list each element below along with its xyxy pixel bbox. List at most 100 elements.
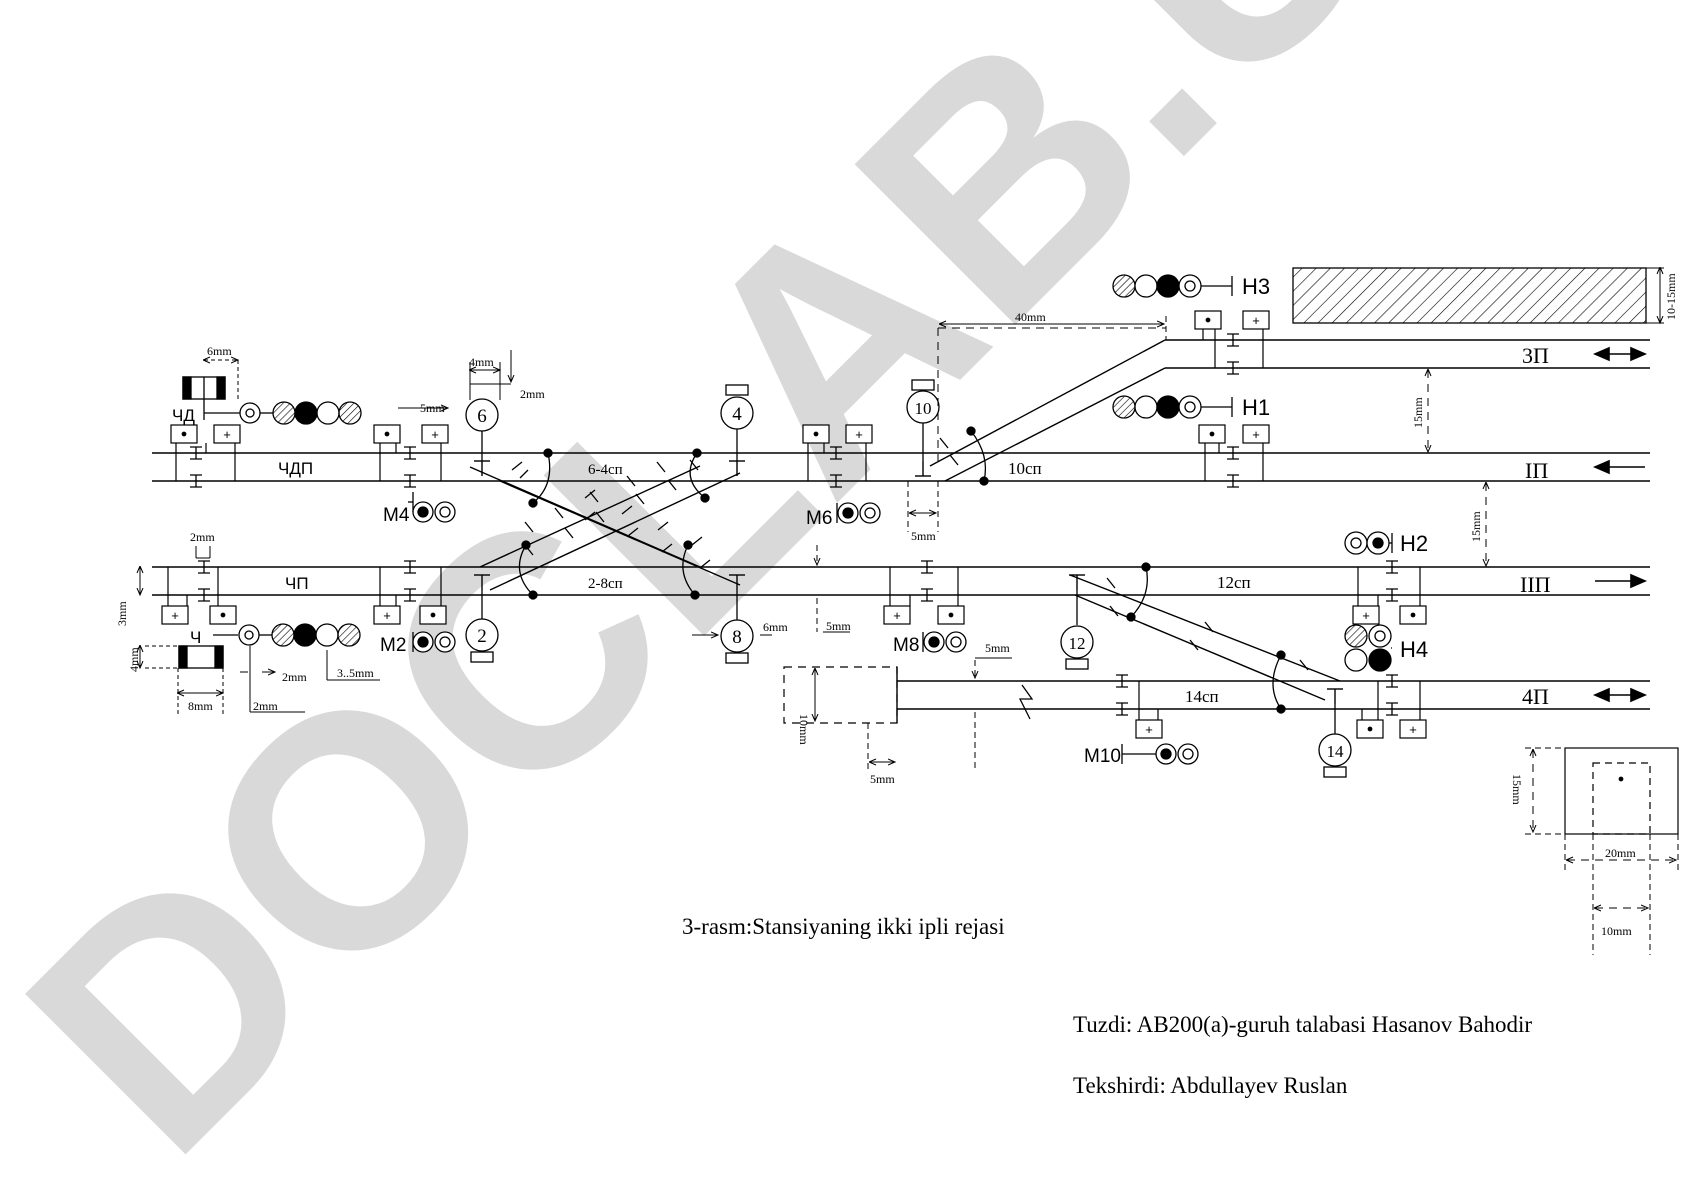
dim-10-15mm: 10-15mm bbox=[1664, 273, 1678, 320]
dim-5mm-e: 5mm bbox=[870, 772, 895, 786]
section-10sp: 10сп bbox=[1008, 459, 1042, 478]
branch-12-4p bbox=[1069, 574, 1341, 682]
switch-4-label: 4 bbox=[732, 404, 742, 425]
svg-text:+: + bbox=[1362, 608, 1370, 623]
insulating-joints bbox=[190, 333, 1398, 716]
signal-m4: М4 bbox=[383, 492, 456, 526]
tc-m2: + bbox=[373, 567, 447, 625]
signals: Н3 Н1 Н2 Н4 bbox=[172, 274, 1428, 767]
dim-3-5mm: 3..5mm bbox=[337, 666, 374, 680]
dim-10mm: 10mm bbox=[797, 714, 811, 745]
signal-m2-label: М2 bbox=[380, 635, 406, 656]
branch-10-3p bbox=[929, 339, 1166, 467]
dim-2mm-a: 2mm bbox=[520, 387, 545, 401]
tc-h1: + bbox=[1198, 424, 1270, 481]
signal-h4-label: Н4 bbox=[1400, 637, 1428, 662]
legend-box bbox=[1564, 747, 1679, 835]
switch-12: 12 bbox=[1060, 590, 1094, 670]
author-line: Tuzdi: AB200(a)-guruh talabasi Hasanov B… bbox=[1073, 1012, 1533, 1037]
tc-m4: + bbox=[373, 424, 449, 481]
signal-m4-label: М4 bbox=[383, 505, 410, 526]
dead-end-dashed-box bbox=[783, 666, 898, 724]
track-circuit-boxes: + + + + + + + bbox=[161, 310, 1427, 739]
figure-caption: 3-rasm:Stansiyaning ikki ipli rejasi bbox=[682, 914, 1005, 939]
dim-2mm-d: 2mm bbox=[253, 699, 278, 713]
svg-text:+: + bbox=[223, 427, 231, 442]
dim-4mm-b: 4mm bbox=[127, 647, 141, 672]
dim-5mm-a: 5mm bbox=[420, 401, 445, 415]
dim-4mm: 4mm bbox=[469, 355, 494, 369]
signal-m8-label: М8 bbox=[893, 635, 919, 656]
svg-text:+: + bbox=[1252, 313, 1260, 328]
lamp-black-icon bbox=[1156, 274, 1180, 298]
switch-6: 6 bbox=[465, 398, 499, 461]
tc-h4: + bbox=[1356, 681, 1427, 739]
dim-8mm: 8mm bbox=[188, 699, 213, 713]
svg-text:+: + bbox=[383, 608, 391, 623]
dim-40mm: 40mm bbox=[1015, 310, 1046, 324]
switch-6-label: 6 bbox=[477, 406, 487, 427]
left-arrow-1p-icon bbox=[1592, 459, 1645, 475]
svg-text:+: + bbox=[1252, 427, 1260, 442]
dim-2mm-b: 2mm bbox=[190, 530, 215, 544]
tc-h2: + bbox=[1352, 567, 1427, 625]
track-label-2p: IIП bbox=[1520, 572, 1551, 597]
track-label-chp: ЧП bbox=[285, 574, 309, 593]
track-labels: 3П IП IIП 4П ЧДП ЧП bbox=[278, 343, 1551, 709]
svg-text:+: + bbox=[171, 608, 179, 623]
dim-10mm-b: 10mm bbox=[1601, 924, 1632, 938]
track-label-1p: IП bbox=[1525, 458, 1548, 483]
signal-h2-label: Н2 bbox=[1400, 531, 1428, 556]
lamp-hatched-icon bbox=[1112, 274, 1136, 298]
switch-12-label: 12 bbox=[1069, 634, 1086, 653]
switch-8-label: 8 bbox=[732, 627, 742, 648]
dim-5mm-c: 5mm bbox=[826, 619, 851, 633]
section-labels: 6-4сп 2-8сп 10сп 12сп 14сп bbox=[588, 459, 1251, 706]
svg-text:+: + bbox=[1145, 722, 1153, 737]
track-label-4p: 4П bbox=[1522, 684, 1549, 709]
signal-ch: Ч bbox=[178, 623, 361, 669]
platform-hatched bbox=[1292, 267, 1647, 324]
signal-m8: М8 bbox=[893, 631, 967, 656]
signal-h4: Н4 bbox=[1344, 624, 1428, 672]
switch-2: 2 bbox=[465, 590, 499, 663]
signal-h3-label: Н3 bbox=[1242, 274, 1270, 299]
switch-4: 4 bbox=[720, 384, 754, 461]
signal-m10-label: М10 bbox=[1084, 746, 1121, 767]
dim-15mm-a: 15mm bbox=[1411, 397, 1425, 428]
dim-20mm: 20mm bbox=[1605, 846, 1636, 860]
checker-line: Tekshirdi: Abdullayev Ruslan bbox=[1073, 1073, 1348, 1098]
section-14sp: 14сп bbox=[1185, 687, 1219, 706]
double-arrow-4p-icon bbox=[1592, 687, 1648, 703]
signal-chd: ЧД bbox=[172, 376, 362, 425]
svg-text:+: + bbox=[1409, 722, 1417, 737]
dimension-lines bbox=[140, 268, 1679, 955]
tc-m10: + bbox=[1135, 681, 1163, 739]
signal-m6: М6 bbox=[806, 502, 881, 529]
track-label-3p: 3П bbox=[1522, 343, 1549, 368]
rail-break-icon bbox=[1018, 684, 1034, 720]
switch-points bbox=[474, 460, 1343, 704]
signal-h1-label: Н1 bbox=[1242, 395, 1270, 420]
signal-m2: М2 bbox=[380, 631, 456, 656]
section-2-8sp: 2-8сп bbox=[588, 576, 623, 592]
track-label-chdp: ЧДП bbox=[278, 459, 313, 478]
signal-h3: Н3 bbox=[1112, 274, 1270, 299]
dimension-labels: 6mm 4mm 2mm 5mm 40mm 10-15mm 15mm 15mm 5… bbox=[115, 273, 1678, 938]
svg-text:+: + bbox=[855, 427, 863, 442]
svg-text:+: + bbox=[431, 427, 439, 442]
dim-15mm-b: 15mm bbox=[1469, 511, 1483, 542]
lamp-white-icon bbox=[1134, 274, 1158, 298]
section-12sp: 12сп bbox=[1217, 573, 1251, 592]
direction-arrows bbox=[1592, 346, 1648, 703]
tc-h3: + bbox=[1194, 310, 1270, 368]
switch-drives: 6 4 10 2 8 12 bbox=[465, 379, 1352, 778]
switch-14-label: 14 bbox=[1327, 742, 1345, 761]
signal-h1: Н1 bbox=[1112, 395, 1270, 420]
switch-10: 10 bbox=[906, 379, 940, 461]
dim-6mm: 6mm bbox=[207, 344, 232, 358]
section-6-4sp: 6-4сп bbox=[588, 462, 623, 478]
svg-text:+: + bbox=[893, 608, 901, 623]
dim-2mm-c: 2mm bbox=[282, 670, 307, 684]
